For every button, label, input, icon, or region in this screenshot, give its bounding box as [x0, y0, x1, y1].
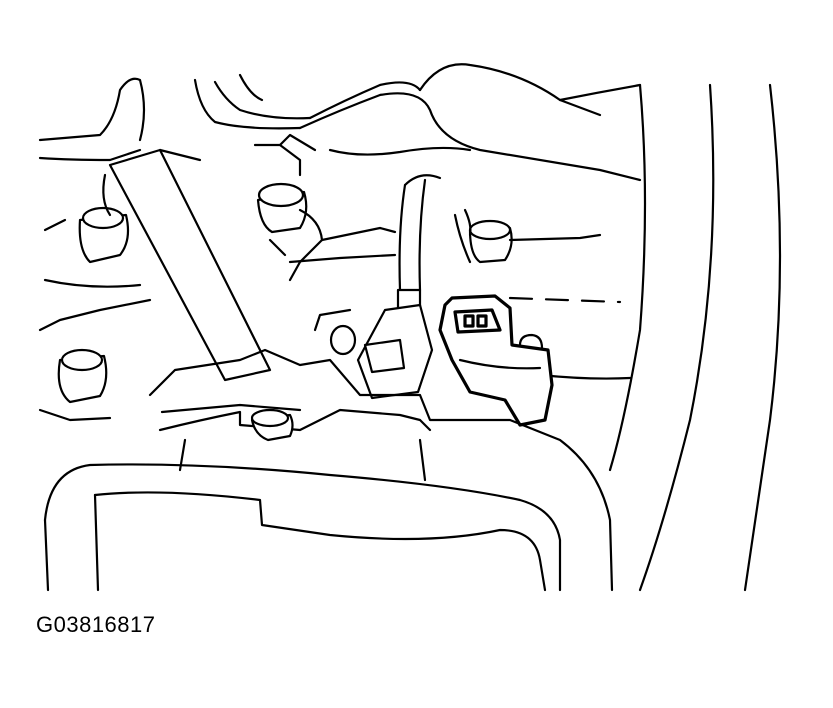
engine-sensor-line-drawing	[38, 63, 782, 592]
right-bolt	[453, 208, 602, 264]
speed-sensor	[438, 294, 554, 427]
transmission-pan	[43, 348, 614, 592]
engine-casting-outline	[38, 63, 642, 182]
figure-id-label: G03816817	[36, 612, 156, 637]
right-housing-lines	[508, 83, 782, 592]
left-bolts	[38, 206, 152, 422]
pan-bolt	[250, 408, 294, 442]
wiring-harness	[313, 174, 442, 400]
diagonal-bracket	[102, 148, 272, 382]
upper-bolt	[256, 182, 397, 282]
